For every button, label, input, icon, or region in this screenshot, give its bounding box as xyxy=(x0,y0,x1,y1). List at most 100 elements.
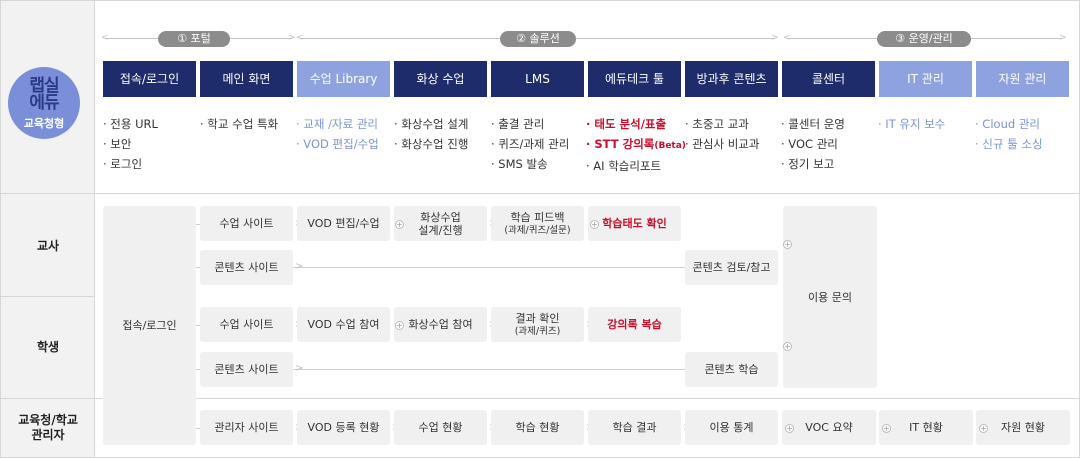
divider xyxy=(1,296,95,297)
teacher-content-review: 콘텐츠 검토/참고 xyxy=(685,250,778,285)
connector xyxy=(196,267,200,268)
admin-learning-status: 학습 현황 xyxy=(491,410,584,445)
feature-item-beta: (Beta) xyxy=(654,141,686,151)
plus-icon: + xyxy=(882,424,891,433)
student-content-learning: 콘텐츠 학습 xyxy=(685,352,778,387)
admin-resource-status: 자원 현황 xyxy=(976,410,1070,445)
admin-usage-stats: 이용 통계 xyxy=(685,410,778,445)
admin-vod-status: VOD 등록 현황 xyxy=(297,410,390,445)
connector xyxy=(196,224,200,225)
admin-voc-summary: VOC 요약 xyxy=(782,410,876,445)
plus-icon: + xyxy=(979,424,988,433)
logo-subtitle: 교육청형 xyxy=(23,117,65,130)
teacher-video-class: 화상수업 설계/진행 xyxy=(394,206,487,241)
feature-item: · 로그인 xyxy=(103,157,143,171)
arrow-right-icon: > xyxy=(1059,33,1067,43)
student-result: 결과 확인 (과제/퀴즈) xyxy=(491,307,584,342)
feature-item: · 화상수업 진행 xyxy=(394,137,469,151)
connector xyxy=(293,369,685,370)
row-label-admin-l1: 교육청/학교 xyxy=(18,413,78,427)
feature-item: · 출결 관리 xyxy=(491,117,545,131)
feature-list-edutech: · 태도 분석/표출 · STT 강의록(Beta) · AI 학습리포트 xyxy=(586,114,686,176)
row-label-student: 학생 xyxy=(36,340,60,354)
connector xyxy=(196,369,200,370)
feature-item: · 태도 분석/표출 xyxy=(586,117,667,131)
arrow-right-icon: > xyxy=(295,261,304,272)
feature-item: · 초중고 교과 xyxy=(685,117,749,131)
feature-item: · 학교 수업 특화 xyxy=(200,117,279,131)
column-header-lms: LMS xyxy=(491,61,584,97)
row-label-admin-l2: 관리자 xyxy=(31,428,65,442)
teacher-feedback: 학습 피드백 (과제/퀴즈/설문) xyxy=(491,206,584,241)
feature-item: · 전용 URL xyxy=(103,117,158,131)
student-video-class: 화상수업 참여 xyxy=(394,307,487,342)
feature-item: · IT 유지 보수 xyxy=(878,117,946,131)
box-line: (과제/퀴즈) xyxy=(514,325,561,337)
edu-office-logo: 랩실 에듀 교육청형 xyxy=(8,67,80,139)
column-header-it: IT 관리 xyxy=(879,61,972,97)
box-line: 학습 피드백 xyxy=(510,210,565,224)
plus-icon: + xyxy=(785,424,794,433)
admin-learning-result: 학습 결과 xyxy=(588,410,681,445)
admin-it-status: IT 현황 xyxy=(879,410,973,445)
section-label-solution: ② 솔루션 xyxy=(500,31,576,47)
login-box: 접속/로그인 xyxy=(103,206,196,445)
feature-item: · 신규 툴 소싱 xyxy=(975,137,1043,151)
feature-list-library: · 교재 /자료 관리 · VOD 편집/수업 xyxy=(296,114,379,154)
feature-item: · STT 강의록(Beta) xyxy=(586,134,686,156)
teacher-class-site: 수업 사이트 xyxy=(200,206,293,241)
feature-item: · Cloud 관리 xyxy=(975,117,1040,131)
box-line: 설계/진행 xyxy=(418,223,463,237)
column-header-library: 수업 Library xyxy=(297,61,390,97)
column-header-callcenter: 콜센터 xyxy=(782,61,875,97)
feature-list-afterschool: · 초중고 교과 · 관심사 비교과 xyxy=(685,114,759,154)
feature-list-login: · 전용 URL · 보안 · 로그인 xyxy=(103,114,158,174)
feature-item: · VOD 편집/수업 xyxy=(296,137,379,151)
feature-item: · 교재 /자료 관리 xyxy=(296,117,378,131)
arrow-left-icon: < xyxy=(101,33,109,43)
student-vod: VOD 수업 참여 xyxy=(297,307,390,342)
teacher-content-site: 콘텐츠 사이트 xyxy=(200,250,293,285)
feature-item: · AI 학습리포트 xyxy=(586,159,662,173)
section-label-portal: ① 포털 xyxy=(158,31,230,47)
arrow-right-icon: > xyxy=(771,33,779,43)
plus-icon: + xyxy=(590,220,599,229)
feature-list-lms: · 출결 관리 · 퀴즈/과제 관리 · SMS 발송 xyxy=(491,114,569,174)
logo-text: 랩실 xyxy=(29,76,59,96)
feature-item: · 화상수업 설계 xyxy=(394,117,469,131)
column-header-login: 접속/로그인 xyxy=(103,61,196,97)
box-line: 결과 확인 xyxy=(515,311,560,325)
connector xyxy=(293,267,685,268)
teacher-attitude-check: 학습태도 확인 xyxy=(588,206,681,241)
plus-icon: + xyxy=(783,240,792,249)
row-label-teacher: 교사 xyxy=(36,239,60,253)
feature-item: · 보안 xyxy=(103,137,132,151)
divider xyxy=(1,398,1079,399)
box-line: (과제/퀴즈/설문) xyxy=(504,224,571,236)
divider xyxy=(1,193,1079,194)
connector xyxy=(196,428,200,429)
feature-list-video: · 화상수업 설계 · 화상수업 진행 xyxy=(394,114,468,154)
teacher-vod: VOD 편집/수업 xyxy=(297,206,390,241)
feature-item: · SMS 발송 xyxy=(491,157,548,171)
connector xyxy=(196,325,200,326)
admin-site: 관리자 사이트 xyxy=(200,410,293,445)
feature-list-it: · IT 유지 보수 xyxy=(878,114,945,134)
plus-icon: + xyxy=(395,220,404,229)
logo-text: 에듀 xyxy=(29,93,59,113)
column-header-main: 메인 화면 xyxy=(200,61,293,97)
feature-list-callcenter: · 콜센터 운영 · VOC 관리 · 정기 보고 xyxy=(781,114,845,174)
feature-item: · 정기 보고 xyxy=(781,157,835,171)
inquiry-box: 이용 문의 xyxy=(783,206,877,388)
column-header-video: 화상 수업 xyxy=(394,61,487,97)
plus-icon: + xyxy=(395,321,404,330)
feature-list-main: · 학교 수업 특화 xyxy=(200,114,278,134)
student-lecture-review: 강의록 복습 xyxy=(588,307,681,342)
feature-list-resource: · Cloud 관리 · 신규 툴 소싱 xyxy=(975,114,1043,154)
arrow-right-icon: > xyxy=(295,363,304,374)
section-label-ops: ③ 운영/관리 xyxy=(877,31,971,47)
arrow-left-icon: < xyxy=(783,33,791,43)
box-line: 화상수업 xyxy=(420,210,461,224)
feature-item: · 퀴즈/과제 관리 xyxy=(491,137,570,151)
feature-item: · VOC 관리 xyxy=(781,137,838,151)
